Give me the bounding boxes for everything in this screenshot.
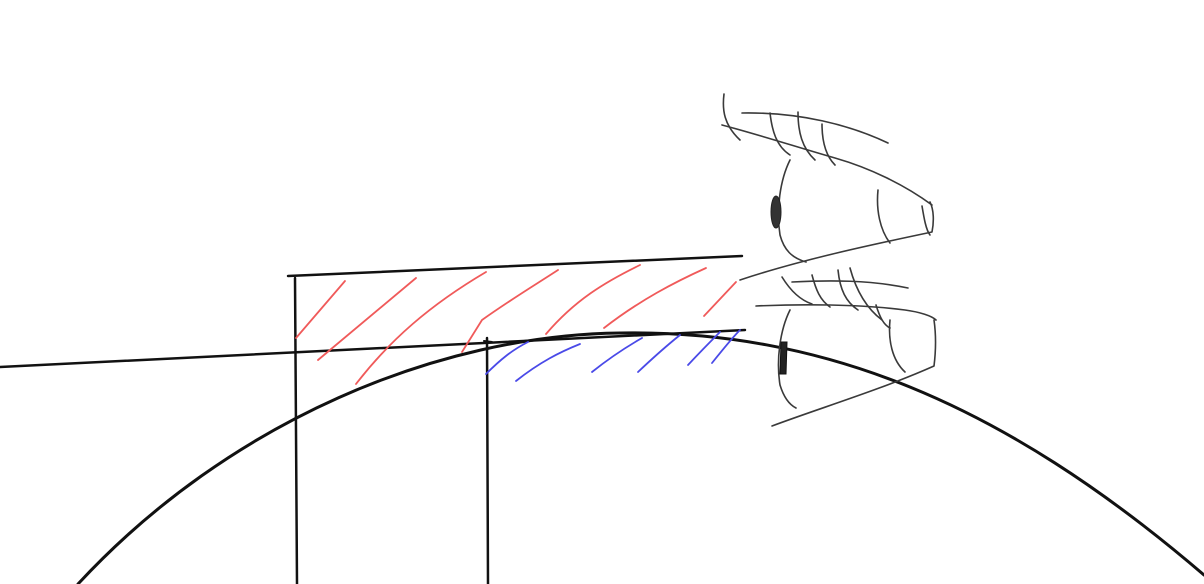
upper-sight-line bbox=[286, 254, 744, 278]
upper-eye-pupil bbox=[770, 195, 782, 229]
tall-tower-left-edge bbox=[293, 276, 299, 584]
earth-curve bbox=[76, 331, 1204, 584]
lower-eye-sketch bbox=[755, 267, 937, 427]
upper-eye-sketch bbox=[721, 93, 935, 281]
lower-eye-pupil bbox=[779, 341, 788, 375]
blue-hatching bbox=[485, 329, 741, 382]
short-tower-cap bbox=[483, 340, 493, 343]
red-hatching bbox=[295, 264, 737, 385]
horizon-sight-line bbox=[0, 328, 747, 369]
short-tower-edge bbox=[485, 336, 490, 584]
